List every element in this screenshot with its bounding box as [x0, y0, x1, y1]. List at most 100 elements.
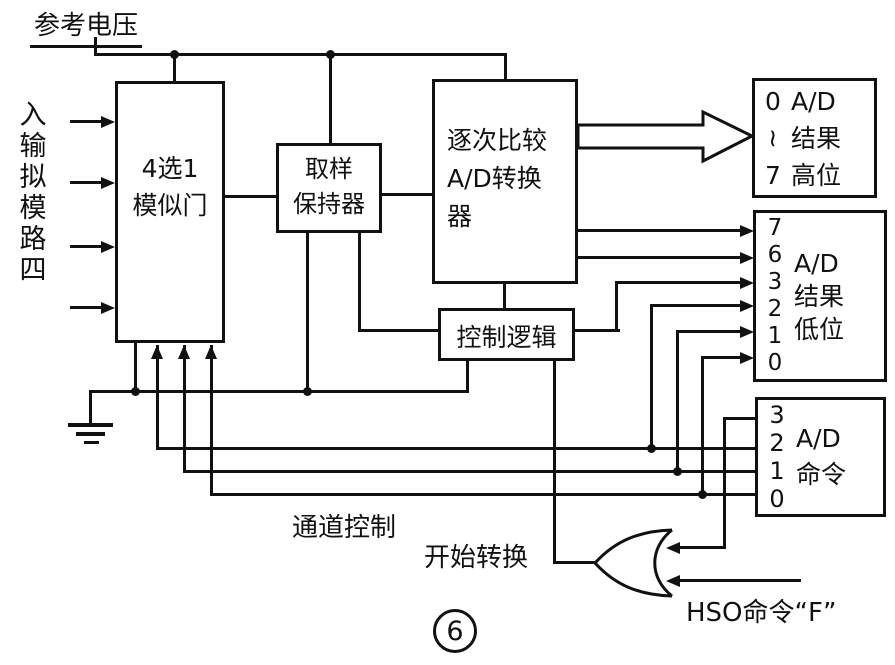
- wire-cmd-bit3-a: [723, 417, 755, 420]
- result-low-caption: A/D 结果 低位: [794, 248, 845, 344]
- or-gate-icon: [653, 528, 673, 598]
- adc-label: 逐次比较 A/D转换 器: [447, 122, 577, 236]
- hso-command-label: HSO命令“F”: [686, 598, 837, 628]
- wire-adc-to-ctrl: [503, 284, 506, 308]
- wire-channel-1: [183, 345, 186, 473]
- bit-label: 3: [769, 401, 785, 429]
- result-low-register: 7 6 3 2 1 0 A/D 结果 低位: [753, 210, 887, 382]
- arrowhead-icon: [205, 345, 217, 359]
- ref-voltage-label: 参考电压: [30, 5, 143, 48]
- wire-analog-in-3: [70, 245, 104, 248]
- mux-label-line2: 模似门: [132, 191, 208, 220]
- wire-ref-rail: [94, 53, 507, 56]
- wire-ctrl-bit3-b: [615, 281, 618, 332]
- arrowhead-icon: [740, 326, 754, 338]
- command-caption: A/D 命令: [796, 424, 847, 489]
- wire-sample-to-ctrl: [358, 233, 361, 332]
- wire-ctrl-to-ground: [466, 361, 469, 393]
- wire-analog-in-4: [70, 306, 104, 309]
- arrowhead-icon: [740, 300, 754, 312]
- wire-ground-rail: [89, 390, 469, 393]
- wire-ctrl-bit3-c: [615, 281, 742, 284]
- arrowhead-icon: [740, 225, 754, 237]
- result-high-register: 0 ~ 7 A/D 结果 高位: [752, 78, 877, 198]
- channel-control-label: 通道控制: [292, 513, 397, 543]
- arrowhead-icon: [101, 302, 115, 314]
- wire-adc-bit7: [578, 229, 742, 232]
- bit-label: 0: [767, 350, 783, 376]
- arrowhead-icon: [101, 116, 115, 128]
- wire-analog-in-1: [70, 120, 104, 123]
- wire-sample-to-adc: [382, 193, 432, 196]
- arrowhead-icon: [740, 252, 754, 264]
- wire-ref-to-mux: [173, 53, 176, 82]
- arrowhead-icon: [101, 177, 115, 189]
- wire-channel-0-h: [210, 493, 755, 496]
- bit-label: 0: [765, 86, 781, 116]
- mux-label: 4选1 模似门: [115, 150, 225, 224]
- wire-analog-in-2: [70, 181, 104, 184]
- adc-line3: 器: [447, 202, 473, 231]
- bit-label: 6: [767, 242, 783, 268]
- wire-sample-to-ctrl-h: [358, 329, 438, 332]
- bit-label: 0: [769, 485, 785, 513]
- sample-hold-line1: 取样: [305, 155, 353, 183]
- command-register: 3 2 1 0 A/D 命令: [755, 397, 886, 517]
- wire-mux-to-sample: [225, 195, 276, 198]
- wire-channel-0: [210, 345, 213, 496]
- or-gate-icon: [593, 528, 673, 565]
- junction-dot: [170, 50, 179, 59]
- sample-hold-line2: 保持器: [293, 190, 365, 218]
- wire-ctrl-bit3-a: [575, 329, 620, 332]
- ground-stem: [89, 390, 92, 425]
- range-tilde: ~: [758, 127, 788, 149]
- bit-label: 2: [767, 296, 783, 322]
- arrowhead-icon: [740, 277, 754, 289]
- wire-adc-bit6: [578, 256, 742, 259]
- ground-icon: [76, 432, 105, 436]
- or-gate-icon: [593, 561, 673, 598]
- bit-label: 7: [765, 160, 781, 190]
- bit-label: 1: [769, 457, 785, 485]
- wire-hso: [680, 579, 801, 582]
- arrowhead-icon: [151, 345, 163, 359]
- wire-cmd-bit3-c: [680, 546, 726, 549]
- figure-number-badge: 6: [433, 609, 477, 653]
- command-bits: 3 2 1 0: [758, 401, 796, 513]
- result-high-bits: 0 ~ 7: [755, 83, 791, 194]
- adc-block: [432, 79, 578, 284]
- wire-ref-to-adc: [504, 53, 507, 81]
- junction-dot: [303, 387, 312, 396]
- arrowhead-icon: [740, 352, 754, 364]
- sample-hold-block: [276, 143, 382, 233]
- mux-label-line1: 4选1: [141, 154, 199, 183]
- mux-block: [115, 81, 225, 343]
- adc-line1: 逐次比较: [447, 126, 548, 155]
- wire-channel-1-h: [183, 470, 755, 473]
- wire-tap-bit2: [650, 304, 653, 450]
- wire-channel-2: [156, 345, 159, 450]
- arrowhead-icon: [101, 241, 115, 253]
- arrowhead-icon: [666, 575, 680, 587]
- control-logic-block: [438, 308, 575, 361]
- result-low-bits: 7 6 3 2 1 0: [756, 215, 794, 377]
- bit-label: 1: [767, 323, 783, 349]
- ground-icon: [68, 423, 113, 427]
- junction-dot: [131, 387, 140, 396]
- wire-start-conversion-v: [553, 361, 556, 564]
- bit-label: 3: [767, 269, 783, 295]
- ground-icon: [84, 441, 99, 444]
- wire-tap-bit1: [676, 330, 679, 473]
- wire-ref-to-sample: [329, 53, 332, 145]
- bus-arrow-icon: [576, 109, 756, 164]
- control-logic-label: 控制逻辑: [456, 323, 557, 352]
- arrowhead-icon: [666, 542, 680, 554]
- sample-hold-label: 取样 保持器: [276, 152, 382, 222]
- wire-tap-bit1-h: [676, 330, 742, 333]
- wire-tap-bit0: [701, 356, 704, 496]
- result-high-caption: A/D 结果 高位: [791, 86, 842, 190]
- wire-mux-to-ground: [134, 343, 137, 393]
- wire-start-conversion-h: [553, 561, 597, 564]
